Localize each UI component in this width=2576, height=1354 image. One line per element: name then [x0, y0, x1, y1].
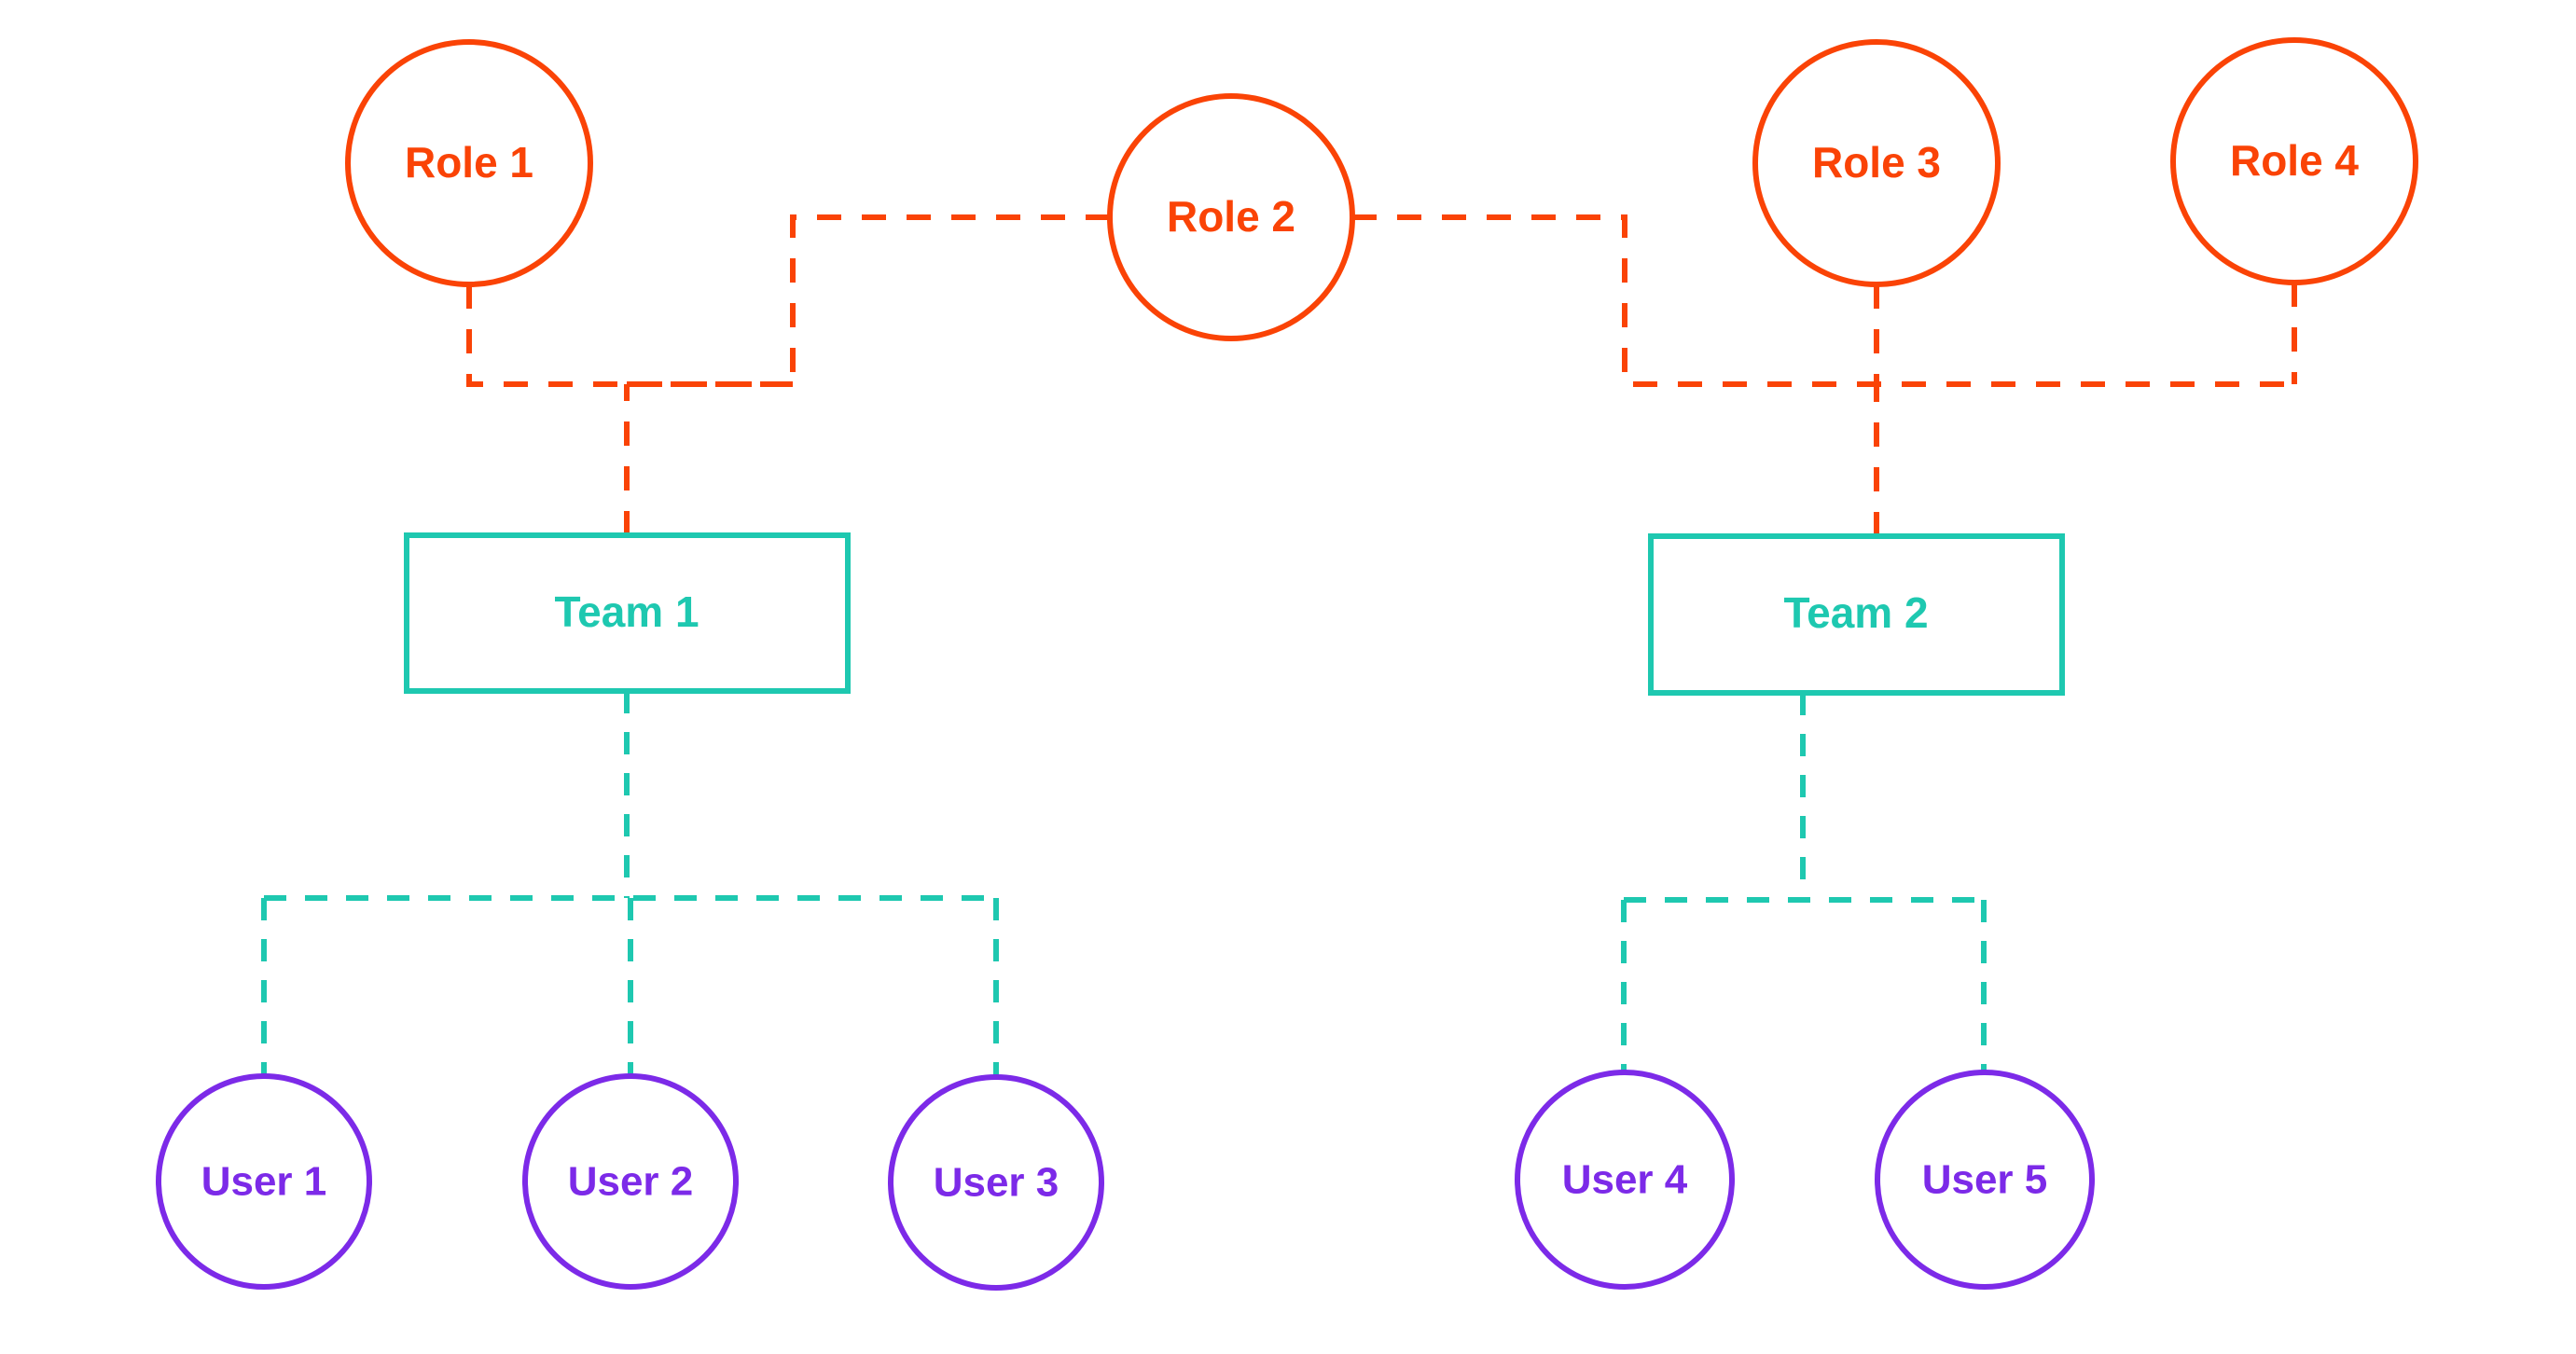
node-role-1[interactable]: Role 1	[345, 39, 593, 287]
edge-role2-team1	[627, 214, 1110, 387]
node-role-2[interactable]: Role 2	[1107, 93, 1355, 341]
user-4-label: User 4	[1562, 1157, 1688, 1203]
user-2-label: User 2	[568, 1159, 694, 1205]
user-3-circle[interactable]	[888, 1074, 1104, 1291]
node-user-4[interactable]: User 4	[1515, 1070, 1735, 1290]
user-1-circle[interactable]	[156, 1073, 372, 1290]
team-node-group: Team 1 Team 2	[404, 532, 2065, 696]
user-node-group: User 1 User 2 User 3 User 4 User 5	[156, 1070, 2095, 1291]
role-2-label: Role 2	[1167, 192, 1295, 241]
user-2-circle[interactable]	[522, 1073, 739, 1290]
user-4-circle[interactable]	[1515, 1070, 1735, 1290]
edge-role2-team2	[1352, 214, 2294, 387]
node-user-1[interactable]: User 1	[156, 1073, 372, 1290]
role-3-circle[interactable]	[1752, 39, 2001, 287]
edge-role1-team1	[466, 284, 793, 387]
node-user-2[interactable]: User 2	[522, 1073, 739, 1290]
team-2-label: Team 2	[1783, 588, 1928, 637]
role-4-label: Role 4	[2230, 136, 2359, 185]
role-1-circle[interactable]	[345, 39, 593, 287]
role-1-label: Role 1	[405, 138, 533, 187]
user-1-label: User 1	[201, 1159, 327, 1205]
user-5-circle[interactable]	[1875, 1070, 2095, 1290]
user-5-label: User 5	[1922, 1157, 2048, 1203]
node-team-1[interactable]: Team 1	[404, 532, 851, 694]
node-team-2[interactable]: Team 2	[1648, 533, 2065, 696]
team-1-box[interactable]	[404, 532, 851, 694]
role-node-group: Role 1 Role 2 Role 3 Role 4	[345, 37, 2418, 341]
role-team-edge-group	[466, 214, 2297, 536]
role-4-circle[interactable]	[2170, 37, 2418, 285]
node-role-4[interactable]: Role 4	[2170, 37, 2418, 285]
team-1-label: Team 1	[554, 587, 699, 636]
role-3-label: Role 3	[1812, 138, 1941, 187]
user-3-label: User 3	[934, 1160, 1059, 1206]
team-2-box[interactable]	[1648, 533, 2065, 696]
role-2-circle[interactable]	[1107, 93, 1355, 341]
team-user-edge-group	[261, 691, 1987, 1077]
node-role-3[interactable]: Role 3	[1752, 39, 2001, 287]
node-user-3[interactable]: User 3	[888, 1074, 1104, 1291]
node-user-5[interactable]: User 5	[1875, 1070, 2095, 1290]
